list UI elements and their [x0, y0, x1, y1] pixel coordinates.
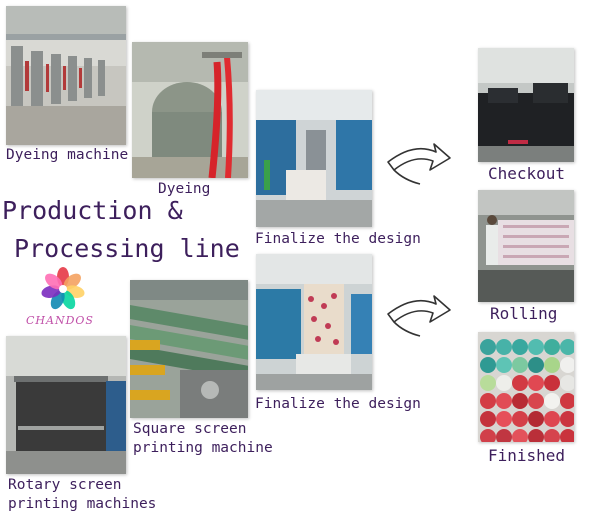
title-line-1: Production &	[2, 196, 183, 225]
dyeing-machine-caption: Dyeing machine	[6, 147, 129, 163]
dyeing-machine-photo	[6, 6, 126, 145]
checkout-caption: Checkout	[488, 164, 566, 183]
square-screen-caption-1: Square screen	[133, 421, 247, 437]
chandos-logo-text: CHANDOS	[26, 314, 94, 327]
rotary-screen-caption-1: Rotary screen	[8, 477, 122, 493]
finished-caption: Finished	[488, 446, 566, 465]
rolling-photo	[478, 190, 574, 302]
checkout-photo	[478, 48, 574, 162]
finished-photo	[478, 332, 574, 442]
finalize-design-caption-2: Finalize the design	[255, 396, 421, 412]
rolling-caption: Rolling	[490, 304, 558, 323]
finalize-design-photo-2	[256, 254, 372, 390]
dyeing-photo	[132, 42, 248, 178]
title-line-2: Processing line	[14, 234, 240, 263]
rotary-screen-printing-photo	[6, 336, 126, 474]
finalize-design-photo-1	[256, 90, 372, 227]
curved-arrow-icon	[384, 292, 454, 340]
chandos-flower-logo	[40, 266, 86, 312]
square-screen-caption-2: printing machine	[133, 440, 273, 456]
curved-arrow-icon	[384, 140, 454, 188]
finalize-design-caption-1: Finalize the design	[255, 231, 421, 247]
rotary-screen-caption-2: printing machines	[8, 496, 157, 512]
dyeing-caption: Dyeing	[158, 181, 211, 197]
square-screen-printing-photo	[130, 280, 248, 418]
